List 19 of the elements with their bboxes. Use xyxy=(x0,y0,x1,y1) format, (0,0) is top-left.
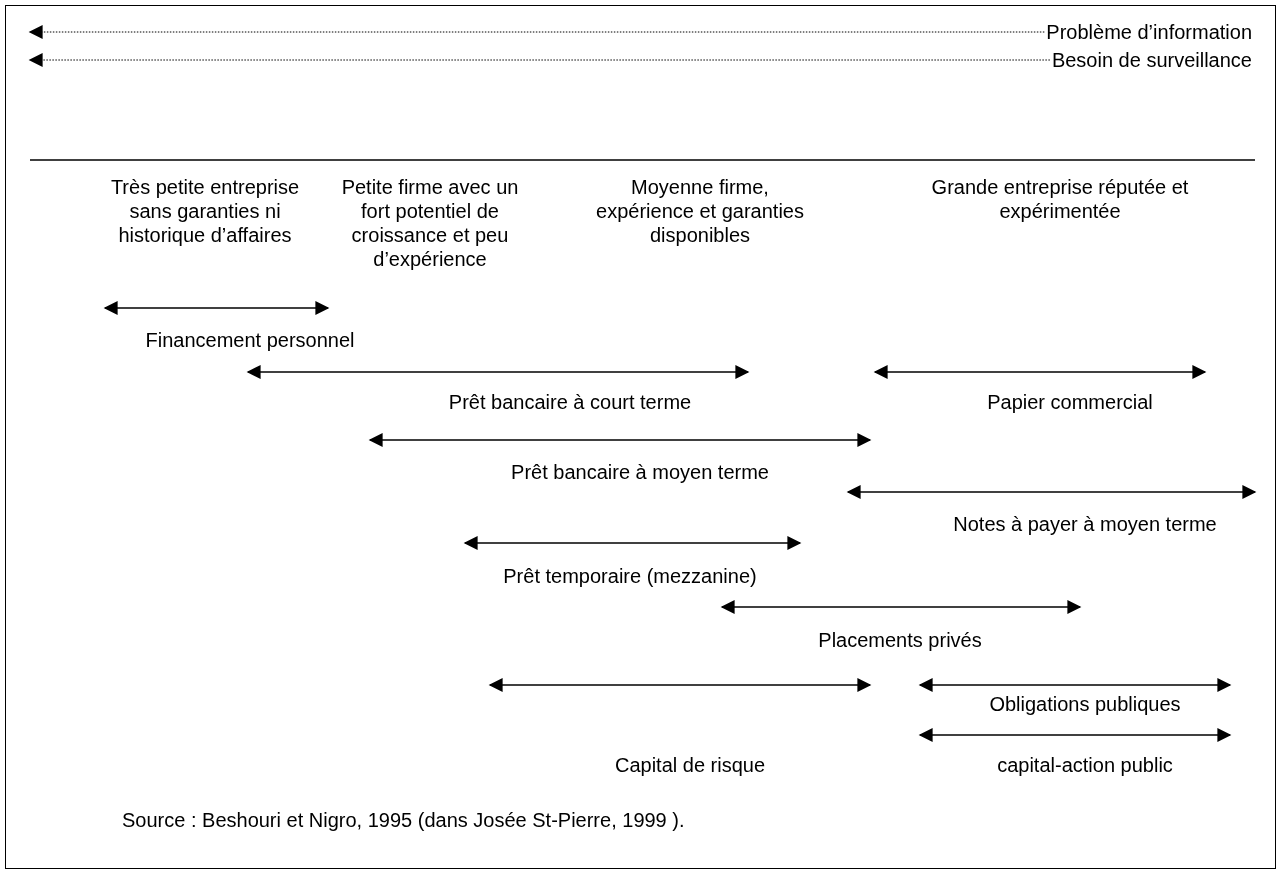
category-heading: Grande entreprise réputée et expérimentée xyxy=(930,175,1190,223)
dotted-arrow xyxy=(28,25,1045,39)
category-heading: Petite firme avec un fort potentiel de croissance et peu d’expérience xyxy=(340,175,520,271)
category-heading: Moyenne firme, expérience et garanties disponibles xyxy=(595,175,805,247)
range-label: Notes à payer à moyen terme xyxy=(953,512,1217,536)
source-note: Source : Beshouri et Nigro, 1995 (dans Josée St-Pierre, 1999 ). xyxy=(122,808,685,832)
dotted-arrow xyxy=(28,53,1051,67)
category-heading: Très petite entreprise sans garanties ni historique d’affaires xyxy=(109,175,301,247)
range-label: Prêt bancaire à moyen terme xyxy=(511,460,769,484)
range-label: Obligations publiques xyxy=(989,692,1181,716)
range-label: Placements privés xyxy=(818,628,982,652)
range-label: Prêt bancaire à court terme xyxy=(448,390,692,414)
note-text: Problème d’information xyxy=(1046,20,1252,44)
range-label: Capital de risque xyxy=(614,753,766,777)
range-label: Prêt temporaire (mezzanine) xyxy=(503,564,757,588)
range-label: capital-action public xyxy=(997,753,1173,777)
range-label: Financement personnel xyxy=(145,328,355,352)
note-text: Besoin de surveillance xyxy=(1051,48,1252,72)
range-label: Papier commercial xyxy=(987,390,1153,414)
